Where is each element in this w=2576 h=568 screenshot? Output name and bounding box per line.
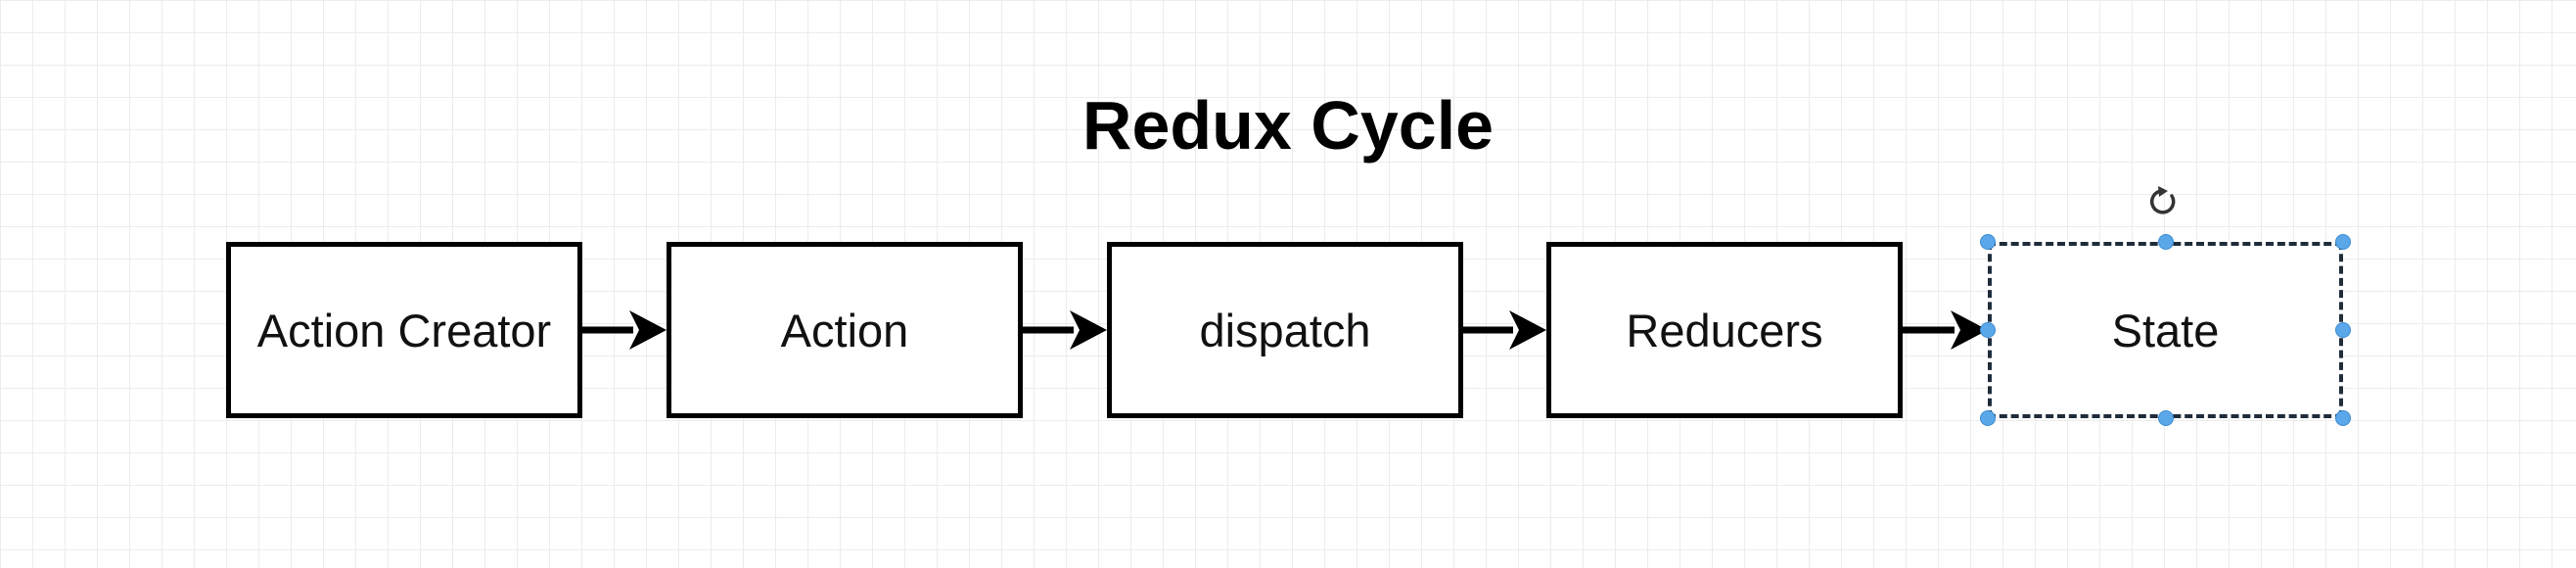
rotate-icon[interactable] (2145, 184, 2181, 219)
node-reducers[interactable]: Reducers (1546, 242, 1903, 418)
edge-reducers-to-state[interactable] (1903, 306, 1988, 355)
resize-handle-bottom-left[interactable] (1980, 410, 1996, 426)
resize-handle-bottom[interactable] (2158, 410, 2174, 426)
resize-handle-left[interactable] (1980, 322, 1996, 338)
resize-handle-right[interactable] (2335, 322, 2351, 338)
node-state[interactable]: State (1988, 242, 2343, 418)
edge-action-to-dispatch[interactable] (1023, 306, 1107, 355)
edge-action-creator-to-action[interactable] (582, 306, 667, 355)
node-dispatch[interactable]: dispatch (1107, 242, 1463, 418)
resize-handle-bottom-right[interactable] (2335, 410, 2351, 426)
diagram-title[interactable]: Redux Cycle (1081, 87, 1495, 164)
resize-handle-top[interactable] (2158, 234, 2174, 250)
resize-handle-top-right[interactable] (2335, 234, 2351, 250)
node-action[interactable]: Action (667, 242, 1023, 418)
edge-dispatch-to-reducers[interactable] (1463, 306, 1546, 355)
resize-handle-top-left[interactable] (1980, 234, 1996, 250)
node-action-creator[interactable]: Action Creator (226, 242, 582, 418)
